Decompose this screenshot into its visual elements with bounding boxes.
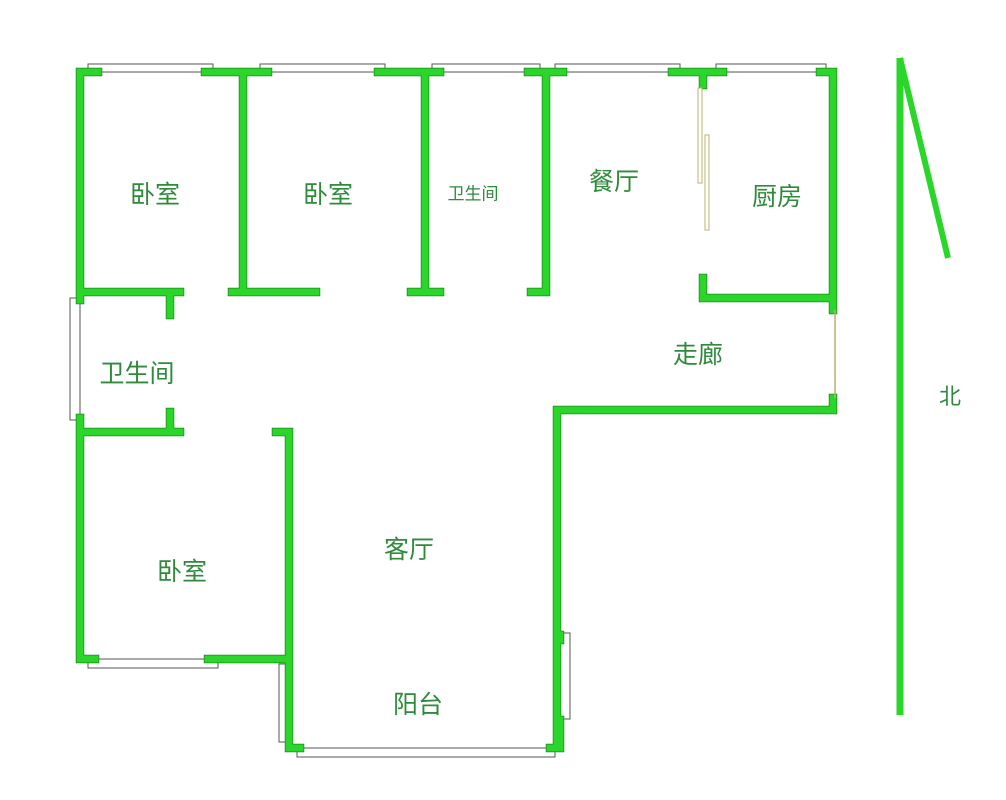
room-label-bathroom-left: 卫生间 [99, 359, 175, 388]
room-label-corridor: 走廊 [672, 340, 724, 369]
room-label-dining: 餐厅 [588, 167, 640, 196]
walls [75, 67, 838, 753]
room-label-balcony: 阳台 [392, 690, 444, 719]
north-label: 北 [938, 385, 962, 410]
room-label-bedroom-2: 卧室 [302, 180, 354, 209]
room-label-bathroom-top: 卫生间 [447, 184, 499, 205]
north-arrow-icon [896, 57, 951, 715]
sliding-door [697, 87, 710, 231]
room-label-kitchen: 厨房 [751, 182, 803, 211]
room-label-bedroom-3: 卧室 [156, 557, 208, 586]
room-label-bedroom-1: 卧室 [129, 180, 181, 209]
room-label-living-room: 客厅 [383, 535, 435, 564]
